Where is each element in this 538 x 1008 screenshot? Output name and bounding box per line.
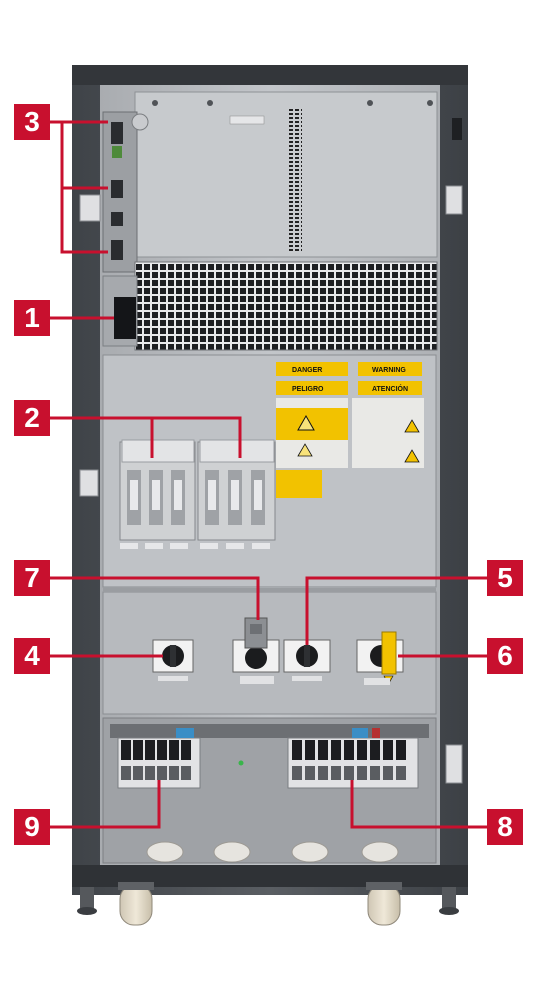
cover-screw [152, 100, 158, 106]
warning-triangle-icon [404, 449, 420, 463]
fuse-label [120, 543, 138, 549]
callout-leader-lines [50, 120, 496, 829]
comm-port [111, 122, 123, 144]
atencion-label-text: ATENCIÓN [372, 384, 408, 393]
caster-bracket [366, 882, 402, 890]
comm-port-green [112, 146, 122, 158]
callout-4: 4 [14, 638, 50, 674]
fuse-holder-right [197, 439, 276, 541]
cover-screw [427, 100, 433, 106]
fuse-holder-left [119, 439, 196, 541]
leveling-foot [80, 887, 94, 909]
warning-label [358, 362, 422, 376]
serial-sticker [229, 115, 265, 125]
cable-gland [213, 841, 251, 863]
input-rotary-switch [152, 639, 194, 673]
callout-8: 8 [487, 809, 523, 845]
callout-6: 6 [487, 638, 523, 674]
warning-triangle-icon [404, 419, 420, 433]
output-terminal-block [287, 728, 419, 789]
leveling-foot-pad [439, 907, 459, 915]
yellow-rotary-switch [356, 631, 404, 685]
switch-label [364, 678, 390, 685]
comm-port [111, 180, 123, 198]
callout-number: 9 [24, 811, 40, 842]
peligro-label [276, 381, 348, 395]
round-knob [131, 113, 149, 131]
leveling-foot [442, 887, 456, 909]
danger-label [276, 362, 348, 376]
cover-screw [367, 100, 373, 106]
caster-bracket [118, 882, 154, 890]
warning-label-text: WARNING [372, 367, 406, 374]
callout-number: 2 [24, 402, 40, 433]
fan-grille [134, 261, 438, 351]
switch-label [158, 676, 188, 681]
latch [445, 744, 463, 784]
fuse-label [170, 543, 188, 549]
fuse-label [226, 543, 244, 549]
comm-port [111, 240, 123, 260]
warning-labels: DANGER WARNING PELIGRO ATENCIÓN [276, 362, 424, 498]
callout-9: 9 [14, 809, 50, 845]
cable-gland [291, 841, 329, 863]
small-warning-sticker [276, 470, 322, 498]
fuse-label [145, 543, 163, 549]
comm-port [111, 212, 123, 226]
cover-screw [207, 100, 213, 106]
callout-number: 8 [497, 811, 513, 842]
output-rotary-switch [283, 639, 331, 673]
maintenance-bypass-switch [232, 617, 280, 673]
callout-5: 5 [487, 560, 523, 596]
warning-triangle-icon [297, 443, 313, 457]
callout-number: 4 [24, 640, 40, 671]
caster-wheel [119, 884, 153, 926]
hinge [79, 194, 101, 222]
switch-label [292, 676, 322, 681]
callout-number: 3 [24, 106, 40, 137]
input-terminal-block [117, 728, 201, 789]
battery-connector [114, 297, 136, 339]
callout-number: 6 [497, 640, 513, 671]
callout-number: 7 [24, 562, 40, 593]
ground-indicator [238, 760, 244, 766]
switch-label [240, 676, 274, 684]
cabinet-top-edge [72, 65, 468, 85]
fuse-label [200, 543, 218, 549]
shock-hazard-icon [297, 414, 315, 431]
hinge [79, 469, 99, 497]
callout-number: 5 [497, 562, 513, 593]
top-vent-slot [288, 108, 302, 253]
leveling-foot-pad [77, 907, 97, 915]
shock-hazard-sticker [276, 408, 348, 440]
fuse-label [252, 543, 270, 549]
callout-1: 1 [14, 300, 50, 336]
black-latch [452, 118, 462, 140]
callout-3: 3 [14, 104, 50, 140]
atencion-label [358, 381, 422, 395]
danger-label-text: DANGER [292, 367, 322, 374]
cabinet-base [72, 865, 468, 887]
terminal-bay-shadow [110, 724, 429, 738]
latch [445, 185, 463, 215]
upper-cover-panel [134, 91, 438, 258]
peligro-label-text: PELIGRO [292, 386, 324, 393]
callout-number: 1 [24, 302, 40, 333]
cable-gland [146, 841, 184, 863]
callout-7: 7 [14, 560, 50, 596]
caster-wheel [367, 884, 401, 926]
divider-line [103, 588, 436, 592]
callout-2: 2 [14, 400, 50, 436]
cable-gland [361, 841, 399, 863]
